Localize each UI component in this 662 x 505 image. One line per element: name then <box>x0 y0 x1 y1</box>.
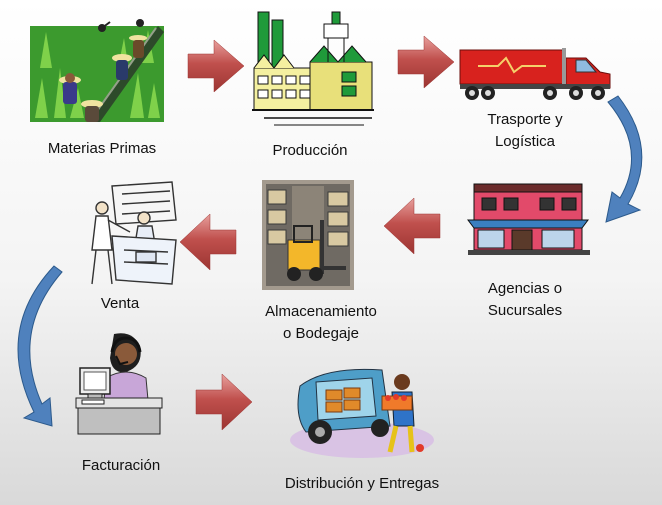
arrow-left-2 <box>179 213 237 271</box>
arrow-right-3 <box>195 373 253 431</box>
curve-arrow-right <box>605 95 643 223</box>
label-distribucion: Distribución y Entregas <box>284 475 440 492</box>
factory-image <box>244 10 378 128</box>
arrow-right-1 <box>187 39 245 93</box>
arrow-right-2 <box>397 35 455 89</box>
warehouse-image <box>262 180 354 290</box>
raw-materials-image <box>30 18 164 122</box>
label-agencias: Agencias o Sucursales <box>487 280 563 319</box>
billing-image <box>74 330 164 438</box>
label-almacenamiento: Almacenamiento o Bodegaje <box>265 303 377 342</box>
arrow-left-1 <box>383 197 441 255</box>
truck-image <box>458 44 614 104</box>
label-facturacion: Facturación <box>81 457 161 474</box>
delivery-image <box>286 356 438 462</box>
label-venta: Venta <box>100 295 140 312</box>
label-materias-primas: Materias Primas <box>47 140 157 157</box>
sale-image <box>72 180 180 288</box>
label-transporte: Trasporte y Logística <box>487 111 563 150</box>
store-image <box>466 180 592 258</box>
label-produccion: Producción <box>272 142 348 159</box>
curve-arrow-left <box>17 265 63 427</box>
